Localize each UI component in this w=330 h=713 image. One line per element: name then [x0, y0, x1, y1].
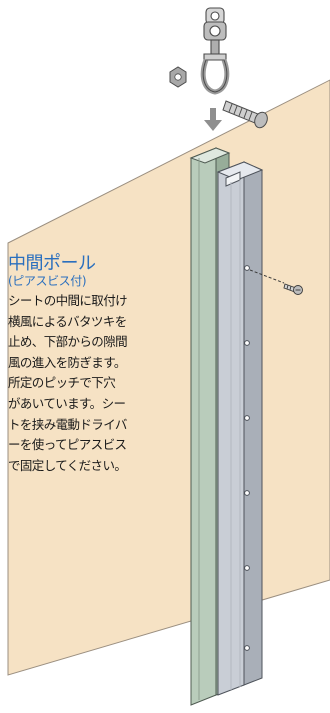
description-line: ーを使ってピアスビス — [8, 437, 127, 453]
component-subtitle: (ピアスビス付) — [8, 274, 87, 288]
pole-silver — [216, 161, 264, 696]
description-line: シートの中間に取付け — [8, 293, 128, 308]
pilot-holes — [244, 265, 250, 651]
swivel-hook-icon — [200, 7, 230, 95]
component-title: 中間ポール — [8, 253, 96, 274]
down-arrow-icon — [204, 108, 222, 131]
description-line: で固定してください。 — [8, 457, 127, 473]
description-line: があいています。シー — [8, 395, 126, 411]
description-line: 所定のピッチで下穴 — [8, 375, 116, 391]
description-line: トを挟み電動ドライバ — [8, 416, 127, 432]
screw-guide-line — [249, 269, 285, 284]
description-line: 止め、下部からの隙間 — [8, 334, 128, 350]
screw-icon — [283, 283, 303, 295]
description: シートの中間に取付け 横風によるバタツキを 止め、下部からの隙間 風の進入を防ぎ… — [8, 291, 128, 476]
description-line: 横風によるバタツキを — [8, 313, 127, 329]
nut-icon — [169, 66, 187, 88]
description-line: 風の進入を防ぎます。 — [8, 354, 126, 370]
bolt-icon — [222, 100, 268, 129]
